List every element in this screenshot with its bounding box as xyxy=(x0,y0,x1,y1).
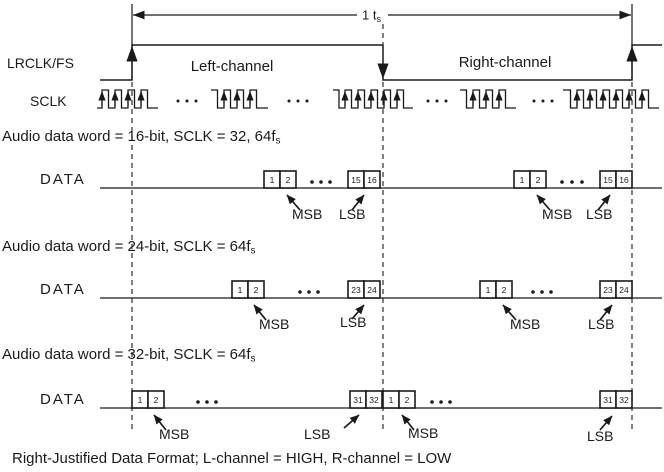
right-arrowhead-icon xyxy=(619,10,631,20)
ellipsis-dots xyxy=(560,180,584,184)
bit-cell-label: 15 xyxy=(351,175,361,185)
row-title: Audio data word = 24-bit, SCLK = 64fs xyxy=(2,238,256,257)
up-arrow-icon xyxy=(626,46,638,62)
lsb-label: LSB xyxy=(339,206,365,222)
msb-pointer-arrow xyxy=(401,414,415,431)
msb-label: MSB xyxy=(408,425,438,441)
left-arrowhead-icon xyxy=(133,10,145,20)
bit-cell-label: 1 xyxy=(520,175,525,185)
msb-label: MSB xyxy=(542,206,572,222)
lrclk-label: LRCLK/FS xyxy=(7,55,74,71)
lsb-pointer-arrow xyxy=(597,194,611,211)
bit-cell-label: 24 xyxy=(619,285,629,295)
row-24bit: Audio data word = 24-bit, SCLK = 64fs DA… xyxy=(2,238,662,332)
ellipsis-dots xyxy=(196,400,218,404)
bit-cell-label: 31 xyxy=(353,395,363,405)
msb-pointer-arrow xyxy=(502,304,517,321)
lsb-pointer-arrow xyxy=(343,414,360,429)
msb-pointer-arrow xyxy=(153,414,167,431)
frame-boundary-gridlines xyxy=(131,24,633,430)
lsb-pointer-arrow xyxy=(351,304,365,320)
ellipsis-dots xyxy=(298,290,320,294)
bit-cell-label: 2 xyxy=(405,395,410,405)
ellipsis-dots xyxy=(310,180,332,184)
bit-cell xyxy=(529,170,547,189)
data-label: DATA xyxy=(40,281,86,298)
ellipsis-dots xyxy=(531,290,553,294)
lrclk-waveform xyxy=(100,44,662,81)
bit-cell-label: 2 xyxy=(286,175,291,185)
bit-cell-label: 1 xyxy=(486,285,491,295)
bit-cell-label: 23 xyxy=(351,285,361,295)
bit-cell-label: 2 xyxy=(502,285,507,295)
left-channel-label: Left-channel xyxy=(191,58,274,75)
bit-cells-right: 1 2 31 32 xyxy=(382,390,633,409)
lsb-label: LSB xyxy=(586,206,612,222)
bit-cell-label: 2 xyxy=(254,285,259,295)
row-title: Audio data word = 16-bit, SCLK = 32, 64f… xyxy=(2,128,281,147)
figure-caption: Right-Justified Data Format; L-channel =… xyxy=(12,450,452,467)
bit-cell xyxy=(365,390,383,409)
ellipsis-dots xyxy=(176,99,554,103)
ellipsis-dots xyxy=(430,400,452,404)
bit-cell-label: 2 xyxy=(154,395,159,405)
bit-cell xyxy=(147,390,165,409)
lrclk-signal: LRCLK/FS Left-channel Right-channel xyxy=(7,44,662,81)
bit-cell-label: 31 xyxy=(603,395,613,405)
data-label: DATA xyxy=(40,391,86,408)
lsb-label: LSB xyxy=(304,426,330,442)
bit-cell-label: 24 xyxy=(367,285,377,295)
bit-cells-left: 1 2 31 32 xyxy=(131,390,383,409)
sclk-rise-arrows xyxy=(97,90,647,107)
data-label: DATA xyxy=(40,171,86,188)
bit-cell xyxy=(615,390,633,409)
bit-cell-label: 16 xyxy=(619,175,629,185)
bit-cell xyxy=(279,170,297,189)
bit-cell xyxy=(247,280,265,299)
lsb-pointer-arrow xyxy=(599,415,613,431)
bit-cell-label: 32 xyxy=(369,395,379,405)
bit-cell-label: 1 xyxy=(389,395,394,405)
bit-cells-left: 1 2 15 16 xyxy=(263,170,381,189)
bit-cells-right: 1 2 15 16 xyxy=(513,170,633,189)
row-title: Audio data word = 32-bit, SCLK = 64fs xyxy=(2,346,256,365)
bit-cell xyxy=(363,170,381,189)
down-arrow-icon xyxy=(377,63,389,79)
lsb-pointer-arrow xyxy=(351,194,365,211)
msb-pointer-arrow xyxy=(286,194,301,211)
lsb-label: LSB xyxy=(587,428,613,444)
bit-cell xyxy=(615,170,633,189)
right-channel-label: Right-channel xyxy=(459,54,552,71)
bit-cells-left: 1 2 23 24 xyxy=(231,280,381,299)
bit-cell-label: 23 xyxy=(603,285,613,295)
msb-label: MSB xyxy=(292,206,322,222)
bit-cell xyxy=(398,390,416,409)
bit-cell xyxy=(363,280,381,299)
bit-cell-label: 2 xyxy=(536,175,541,185)
bit-cell-label: 16 xyxy=(367,175,377,185)
period-label: 1 ts xyxy=(362,8,381,25)
bit-cell xyxy=(615,280,633,299)
msb-label: MSB xyxy=(510,316,540,332)
row-16bit: Audio data word = 16-bit, SCLK = 32, 64f… xyxy=(2,128,662,222)
lsb-label: LSB xyxy=(588,316,614,332)
sclk-label: SCLK xyxy=(30,93,67,109)
msb-pointer-arrow xyxy=(536,194,551,211)
bit-cells-right: 1 2 23 24 xyxy=(479,280,633,299)
bit-cell-label: 1 xyxy=(138,395,143,405)
msb-label: MSB xyxy=(159,426,189,442)
lsb-label: LSB xyxy=(340,314,366,330)
msb-pointer-arrow xyxy=(253,304,267,321)
bit-cell-label: 1 xyxy=(238,285,243,295)
sclk-signal: SCLK xyxy=(30,89,659,109)
lsb-pointer-arrow xyxy=(599,304,613,321)
bit-cell-label: 1 xyxy=(270,175,275,185)
bit-cell-label: 32 xyxy=(619,395,629,405)
msb-label: MSB xyxy=(259,316,289,332)
row-32bit: Audio data word = 32-bit, SCLK = 64fs DA… xyxy=(2,346,662,444)
bit-cell xyxy=(495,280,513,299)
bit-cell-label: 15 xyxy=(603,175,613,185)
up-arrow-icon xyxy=(126,46,138,62)
